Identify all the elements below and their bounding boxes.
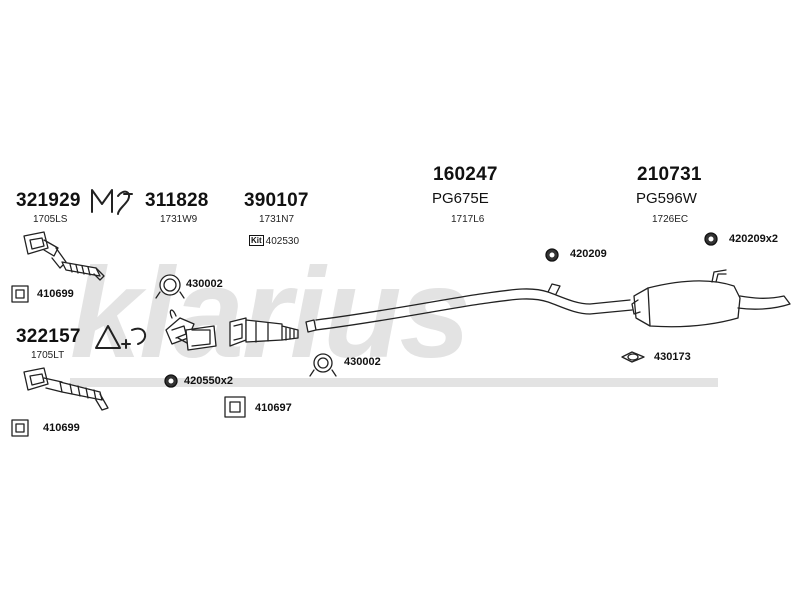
flange-410697-icon	[224, 396, 246, 418]
part-number-311828: 311828	[145, 190, 209, 211]
fitting-420209x2-label: 420209x2	[729, 233, 778, 245]
rear-silencer-210731-drawing	[631, 269, 791, 328]
part-number-210731: 210731	[637, 164, 702, 185]
fitting-420550x2-label: 420550x2	[184, 375, 233, 387]
clamp-430002-icon	[155, 274, 185, 299]
fitting-430002-label: 430002	[186, 278, 223, 290]
fitting-430002-lower-label: 430002	[344, 356, 381, 368]
front-pipe-321929-drawing	[23, 231, 105, 281]
front-pipe-322157-drawing	[23, 367, 109, 411]
flex-section-drawing	[165, 309, 217, 351]
watermark-underline	[70, 378, 718, 387]
part-number-390107: 390107	[244, 190, 309, 211]
part-alt-PG675E: PG675E	[432, 190, 489, 207]
kit-code: 402530	[265, 236, 300, 247]
kit-badge: Kit	[249, 235, 264, 246]
fitting-410699-lower-label: 410699	[43, 422, 80, 434]
flange-410699-lower-icon	[11, 419, 29, 437]
part-code-1731N7: 1731N7	[259, 214, 295, 225]
fitting-410699-label: 410699	[37, 288, 74, 300]
manifold-symbol-icon	[91, 189, 133, 215]
fitting-430173-label: 430173	[654, 351, 691, 363]
flange-410699-icon	[11, 285, 29, 303]
clamp-430173-icon	[621, 351, 645, 363]
part-code-1705LS: 1705LS	[33, 214, 68, 225]
fitting-420209-label: 420209	[570, 248, 607, 260]
centre-pipe-160247-drawing	[305, 283, 633, 333]
part-number-322157: 322157	[16, 326, 81, 347]
part-number-321929: 321929	[16, 190, 81, 211]
fitting-410697-label: 410697	[255, 402, 292, 414]
part-alt-PG596W: PG596W	[636, 190, 697, 207]
clamp-430002-lower-icon	[309, 353, 337, 377]
catalyst-drawing	[229, 317, 299, 347]
part-code-1705LT: 1705LT	[31, 350, 65, 361]
part-code-1726EC: 1726EC	[652, 214, 689, 225]
part-code-1717L6: 1717L6	[451, 214, 485, 225]
part-number-160247: 160247	[433, 164, 498, 185]
part-code-1731W9: 1731W9	[160, 214, 198, 225]
brand-watermark: klarius	[70, 242, 471, 385]
adapter-symbol-icon	[95, 325, 147, 349]
